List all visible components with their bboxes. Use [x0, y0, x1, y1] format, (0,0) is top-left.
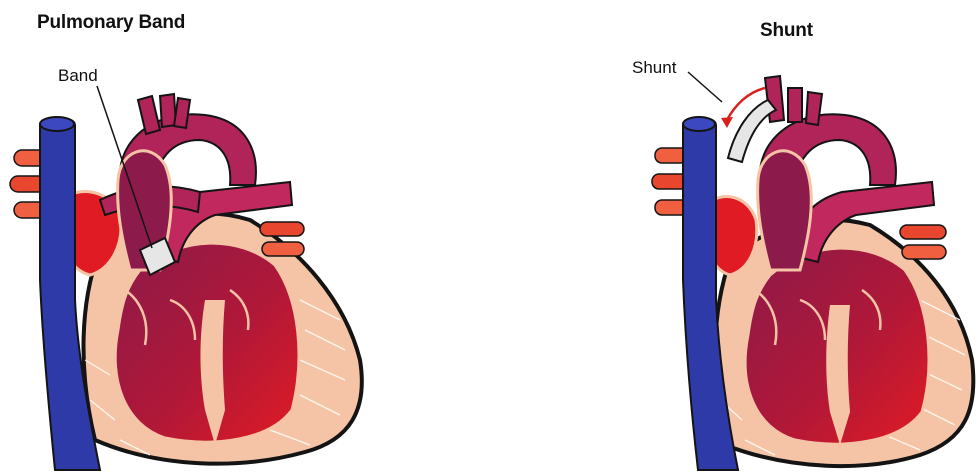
- shunt-callout-line: [688, 72, 722, 102]
- heart-pulmonary-band: [10, 86, 362, 470]
- great-vessel: [758, 151, 812, 270]
- arch-branches: [765, 76, 822, 125]
- heart-shunt: [652, 72, 973, 470]
